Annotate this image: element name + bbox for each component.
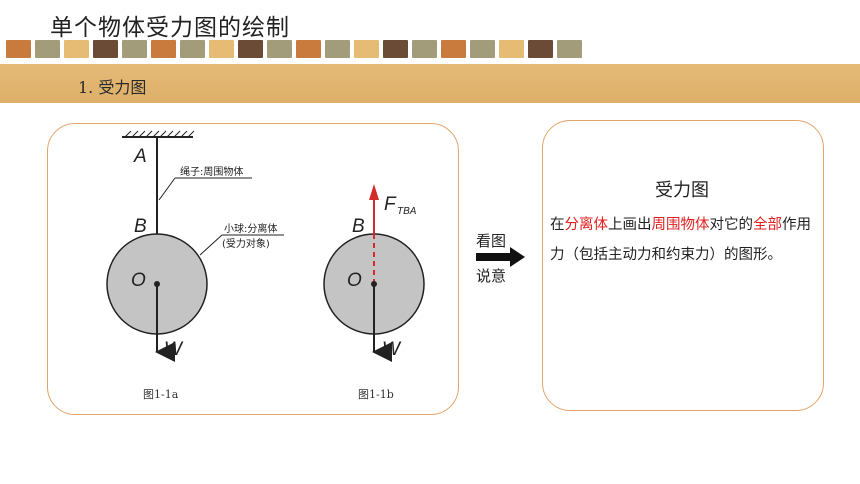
ball-note: 小球:分离体	[224, 222, 277, 235]
decorative-tile	[93, 40, 118, 58]
caption-a: 图1-1a	[143, 388, 179, 401]
label-W-right: W	[382, 339, 402, 360]
caption-b: 图1-1b	[358, 388, 394, 401]
definition-text: 在分离体上画出周围物体对它的全部作用力（包括主动力和约束力）的图形。	[550, 210, 812, 270]
definition-title: 受力图	[655, 180, 709, 201]
decorative-tile	[180, 40, 205, 58]
arrow-top-text: 看图	[476, 232, 507, 250]
decorative-tile	[383, 40, 408, 58]
decorative-tile	[6, 40, 31, 58]
arrow-bottom-text: 说意	[476, 267, 507, 285]
decorative-tile	[151, 40, 176, 58]
section-band	[0, 64, 860, 103]
figure-a	[106, 130, 284, 362]
decorative-tile	[441, 40, 466, 58]
decorative-tile	[122, 40, 147, 58]
def-highlight-3: 全部	[753, 217, 782, 233]
label-W-left: W	[164, 339, 184, 360]
force-label-sub: TBA	[397, 206, 417, 217]
decorative-tile-strip	[6, 40, 582, 58]
decorative-tile	[64, 40, 89, 58]
def-highlight-1: 分离体	[564, 217, 609, 233]
label-O-left: O	[131, 270, 146, 291]
definition-panel	[542, 120, 824, 411]
decorative-tile	[209, 40, 234, 58]
decorative-tile	[557, 40, 582, 58]
decorative-tile	[499, 40, 524, 58]
decorative-tile	[238, 40, 263, 58]
label-O-right: O	[347, 270, 362, 291]
decorative-tile	[35, 40, 60, 58]
section-label: 1. 受力图	[78, 78, 147, 97]
decorative-tile	[325, 40, 350, 58]
label-B-right: B	[352, 216, 365, 237]
decorative-tile	[528, 40, 553, 58]
right-arrow-icon	[476, 247, 525, 267]
slide-title: 单个物体受力图的绘制	[50, 15, 290, 41]
def-text-3: 对它的	[709, 217, 754, 233]
def-highlight-2: 周围物体	[651, 217, 710, 233]
decorative-tile	[470, 40, 495, 58]
decorative-tile	[412, 40, 437, 58]
label-B-left: B	[134, 216, 147, 237]
rope-note: 绳子:周围物体	[180, 165, 243, 178]
ball-note-sub: (受力对象)	[222, 237, 270, 250]
decorative-tile	[296, 40, 321, 58]
def-text-4: 作用力（包括主动力和约束力）的图形。	[550, 217, 811, 263]
figure-b	[323, 184, 425, 362]
def-text-1: 在	[550, 217, 565, 233]
force-label-F: F	[384, 194, 397, 215]
decorative-tile	[267, 40, 292, 58]
label-A: A	[133, 146, 147, 167]
decorative-tile	[354, 40, 379, 58]
def-text-2: 上画出	[608, 217, 652, 233]
